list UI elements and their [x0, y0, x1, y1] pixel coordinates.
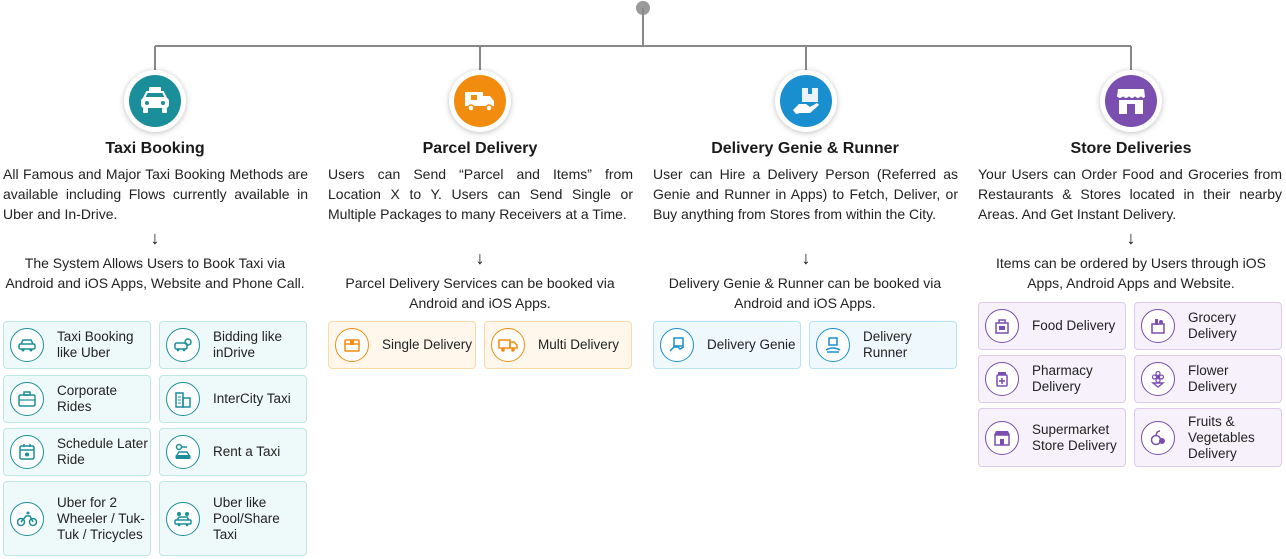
package-icon: [335, 328, 369, 362]
genie-icon: [660, 328, 694, 362]
card-label: Grocery Delivery: [1188, 310, 1237, 341]
column-title: Parcel Delivery: [422, 140, 538, 157]
taxi-icon: [124, 70, 186, 132]
card-label: Supermarket Store Delivery: [1032, 421, 1117, 453]
card-label: Uber for 2 Wheeler / Tuk-Tuk / Tricycles: [57, 494, 145, 542]
card-supermarket-store-delivery[interactable]: Supermarket Store Delivery: [978, 408, 1126, 467]
card-intercity-taxi[interactable]: InterCity Taxi: [159, 375, 307, 423]
card-label: Uber like Pool/Share Taxi: [213, 494, 280, 542]
fruits-icon: [1141, 420, 1175, 455]
truck-icon: [491, 328, 525, 362]
hand-package-icon: [775, 70, 837, 132]
food-icon: [985, 309, 1019, 343]
grocery-icon: [1141, 309, 1175, 343]
card-taxi-booking-like-uber[interactable]: Taxi Booking like Uber: [3, 321, 151, 369]
column-note: Parcel Delivery Services can be booked v…: [345, 275, 615, 311]
connector-tree: [154, 1, 1132, 72]
card-uber-for-2-wheeler[interactable]: Uber for 2 Wheeler / Tuk-Tuk / Tricycles: [3, 481, 151, 556]
card-label: Rent a Taxi: [213, 444, 281, 459]
column-note: Delivery Genie & Runner can be booked vi…: [668, 275, 942, 311]
card-multi-delivery[interactable]: Multi Delivery: [484, 321, 632, 369]
store-icon: [1100, 70, 1162, 132]
card-label: Food Delivery: [1032, 318, 1116, 333]
bidding-icon: [166, 328, 200, 362]
card-label: InterCity Taxi: [213, 391, 291, 406]
card-delivery-genie[interactable]: Delivery Genie: [653, 321, 801, 369]
car-icon: [10, 328, 44, 362]
card-label: Schedule Later Ride: [57, 436, 148, 467]
card-rent-a-taxi[interactable]: Rent a Taxi: [159, 428, 307, 476]
column-note: The System Allows Users to Book Taxi via…: [5, 255, 305, 291]
card-label: Delivery Runner: [863, 329, 912, 360]
key-car-icon: [166, 435, 200, 469]
bike-icon: [10, 501, 44, 536]
calendar-icon: [10, 435, 44, 469]
card-fruits-vegetables-delivery[interactable]: Fruits & Vegetables Delivery: [1134, 408, 1282, 467]
column-description: Your Users can Order Food and Groceries …: [978, 166, 1282, 222]
card-delivery-runner[interactable]: Delivery Runner: [809, 321, 957, 369]
down-arrow-icon: ↓: [801, 248, 811, 268]
card-label: Multi Delivery: [538, 337, 620, 352]
pharmacy-icon: [985, 362, 1019, 396]
card-label: Single Delivery: [382, 337, 473, 352]
column-description: All Famous and Major Taxi Booking Method…: [3, 166, 308, 222]
card-label: Fruits & Vegetables Delivery: [1188, 413, 1255, 461]
column-description: User can Hire a Delivery Person (Referre…: [653, 166, 958, 222]
supermarket-icon: [985, 420, 1019, 455]
card-food-delivery[interactable]: Food Delivery: [978, 302, 1126, 350]
delivery-truck-icon: [449, 70, 511, 132]
pool-car-icon: [166, 501, 200, 536]
card-flower-delivery[interactable]: Flower Delivery: [1134, 355, 1282, 403]
card-pharmacy-delivery[interactable]: Pharmacy Delivery: [978, 355, 1126, 403]
card-label: Flower Delivery: [1188, 363, 1237, 394]
briefcase-icon: [10, 382, 44, 416]
card-uber-like-pool-share-taxi[interactable]: Uber like Pool/Share Taxi: [159, 481, 307, 556]
runner-icon: [816, 328, 850, 362]
flower-icon: [1141, 362, 1175, 396]
card-label: Pharmacy Delivery: [1032, 363, 1093, 394]
column-description: Users can Send “Parcel and Items” from L…: [328, 166, 633, 222]
column-title: Delivery Genie & Runner: [711, 140, 899, 157]
down-arrow-icon: ↓: [1126, 228, 1136, 248]
city-icon: [166, 382, 200, 416]
down-arrow-icon: ↓: [475, 248, 485, 268]
card-label: Taxi Booking like Uber: [57, 329, 134, 360]
column-title: Store Deliveries: [1070, 140, 1192, 157]
column-note: Items can be ordered by Users through iO…: [995, 255, 1267, 291]
card-grocery-delivery[interactable]: Grocery Delivery: [1134, 302, 1282, 350]
column-title: Taxi Booking: [105, 140, 205, 157]
card-corporate-rides[interactable]: Corporate Rides: [3, 375, 151, 423]
card-single-delivery[interactable]: Single Delivery: [328, 321, 476, 369]
down-arrow-icon: ↓: [150, 228, 160, 248]
card-bidding-like-indrive[interactable]: Bidding like inDrive: [159, 321, 307, 369]
card-label: Corporate Rides: [57, 383, 118, 414]
card-schedule-later-ride[interactable]: Schedule Later Ride: [3, 428, 151, 476]
card-label: Delivery Genie: [707, 337, 796, 352]
card-label: Bidding like inDrive: [213, 329, 283, 360]
